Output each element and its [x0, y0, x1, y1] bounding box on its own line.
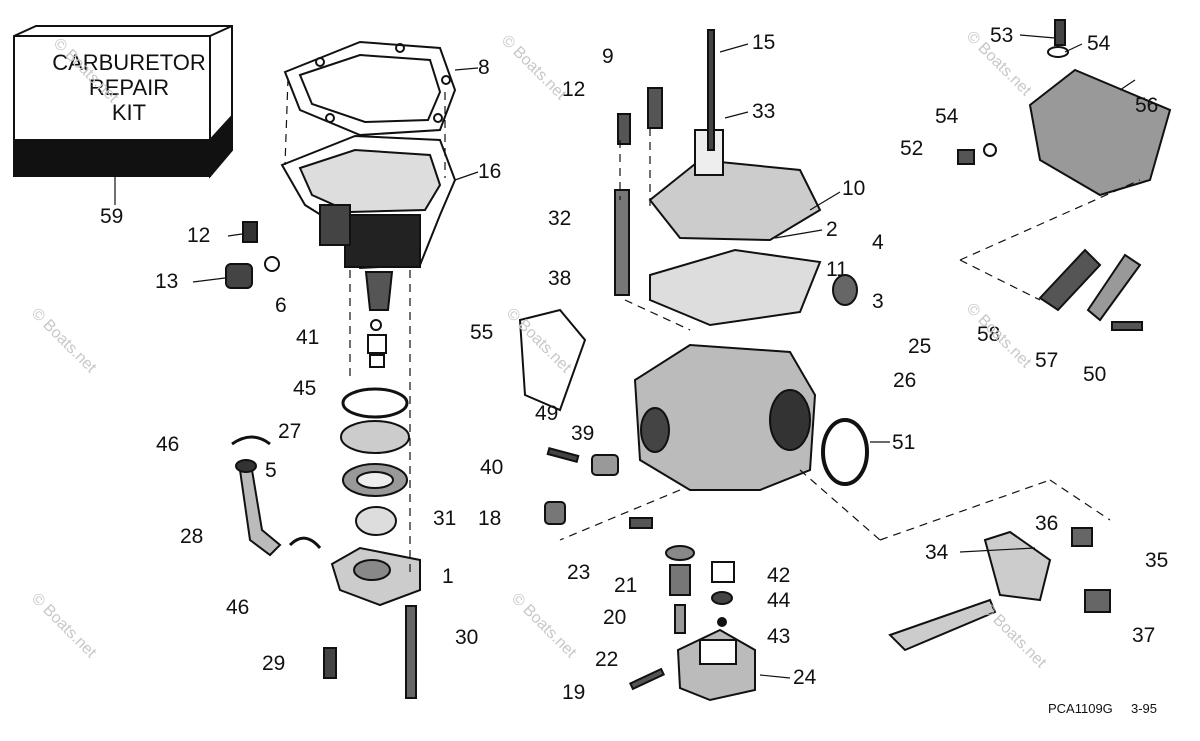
callout-16: 16: [478, 160, 502, 183]
callout-41: 41: [296, 326, 320, 349]
callout-9: 9: [602, 45, 614, 68]
callout-54: 54: [1087, 32, 1111, 55]
callout-20: 20: [603, 606, 627, 629]
callout-21: 21: [614, 574, 638, 597]
callout-5: 5: [265, 459, 277, 482]
callout-12: 12: [562, 78, 586, 101]
parts-left: [225, 221, 421, 699]
carburetor-body: [518, 29, 869, 702]
callout-49: 49: [535, 402, 559, 425]
gasket-8: [283, 40, 457, 137]
drawing-code: PCA1109G: [1048, 701, 1113, 716]
callout-40: 40: [480, 456, 504, 479]
callout-45: 45: [293, 377, 317, 400]
callout-1: 1: [442, 565, 454, 588]
callout-leaders: [114, 34, 1136, 679]
parts-right: [888, 19, 1172, 652]
callout-8: 8: [478, 56, 490, 79]
callout-22: 22: [595, 648, 619, 671]
callout-18: 18: [478, 507, 502, 530]
repair-kit-box: [13, 25, 233, 179]
callout-31: 31: [433, 507, 457, 530]
callout-55: 55: [470, 321, 494, 344]
callout-23: 23: [567, 561, 591, 584]
callout-28: 28: [180, 525, 204, 548]
callout-59: 59: [100, 205, 124, 228]
callout-6: 6: [275, 294, 287, 317]
callout-39: 39: [571, 422, 595, 445]
callout-27: 27: [278, 420, 302, 443]
callout-19: 19: [562, 681, 586, 704]
callout-25: 25: [908, 335, 932, 358]
callout-52: 52: [900, 137, 924, 160]
callout-33: 33: [752, 100, 776, 123]
callout-12: 12: [187, 224, 211, 247]
assembly-leader-lines: [284, 77, 1141, 575]
callout-15: 15: [752, 31, 776, 54]
callout-56: 56: [1135, 94, 1159, 117]
callout-46: 46: [226, 596, 250, 619]
callout-35: 35: [1145, 549, 1169, 572]
callout-58: 58: [977, 323, 1001, 346]
callout-11: 11: [826, 258, 848, 281]
callout-38: 38: [548, 267, 572, 290]
drawing-date: 3-95: [1131, 701, 1158, 716]
callout-30: 30: [455, 626, 479, 649]
callout-50: 50: [1083, 363, 1107, 386]
callout-2: 2: [826, 218, 838, 241]
callout-44: 44: [767, 589, 791, 612]
callout-54: 54: [935, 105, 959, 128]
callout-43: 43: [767, 625, 791, 648]
callout-37: 37: [1132, 624, 1156, 647]
callout-13: 13: [155, 270, 179, 293]
float-bowl-16: [280, 134, 457, 270]
callout-53: 53: [990, 24, 1014, 47]
callout-24: 24: [793, 666, 817, 689]
callout-32: 32: [548, 207, 572, 230]
callout-51: 51: [892, 431, 916, 454]
callout-57: 57: [1035, 349, 1059, 372]
callout-3: 3: [872, 290, 884, 313]
callout-10: 10: [842, 177, 866, 200]
callout-42: 42: [767, 564, 791, 587]
callout-36: 36: [1035, 512, 1059, 535]
callout-26: 26: [893, 369, 917, 392]
callout-34: 34: [925, 541, 949, 564]
callout-4: 4: [872, 231, 884, 254]
callout-46: 46: [156, 433, 180, 456]
kit-box-label: CARBURETOR REPAIR KIT: [52, 50, 206, 125]
callout-29: 29: [262, 652, 286, 675]
